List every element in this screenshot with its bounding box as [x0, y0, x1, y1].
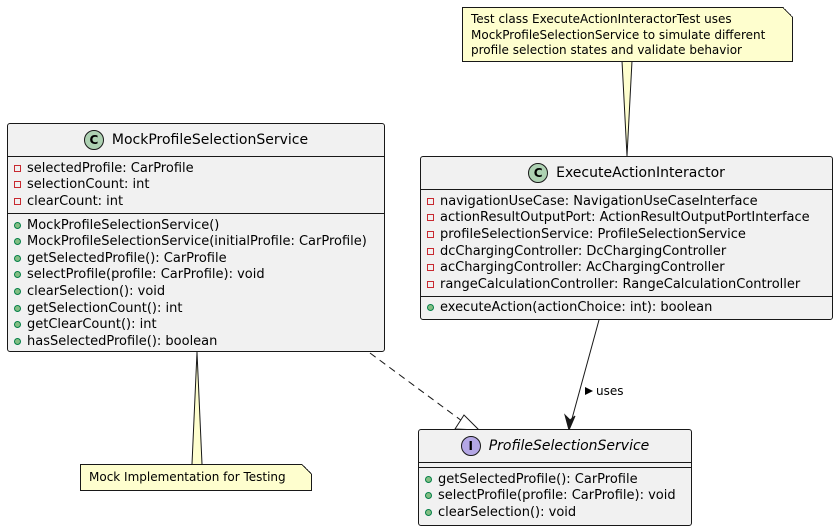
field-row: selectionCount: int	[14, 177, 384, 194]
class-name: MockProfileSelectionService	[111, 132, 309, 148]
field-text: actionResultOutputPort: ActionResultOutp…	[440, 210, 810, 226]
method-text: MockProfileSelectionService(initialProfi…	[27, 234, 367, 250]
private-visibility-icon	[427, 264, 434, 272]
field-row: acChargingController: AcChargingControll…	[427, 259, 832, 276]
public-visibility-icon	[14, 304, 21, 312]
field-row: rangeCalculationController: RangeCalcula…	[427, 276, 832, 293]
field-text: rangeCalculationController: RangeCalcula…	[440, 276, 801, 292]
methods-section: getSelectedProfile(): CarProfile selectP…	[419, 467, 691, 524]
fields-section: selectedProfile: CarProfile selectionCou…	[8, 157, 384, 213]
method-text: getSelectionCount(): int	[27, 300, 183, 316]
methods-section: MockProfileSelectionService() MockProfil…	[8, 212, 384, 353]
private-visibility-icon	[14, 197, 21, 205]
public-visibility-icon	[14, 337, 21, 345]
realization-line	[369, 352, 463, 422]
method-row: getSelectionCount(): int	[14, 300, 384, 317]
method-text: MockProfileSelectionService()	[27, 217, 220, 233]
method-row: clearSelection(): void	[14, 283, 384, 300]
private-visibility-icon	[427, 230, 434, 238]
private-visibility-icon	[427, 280, 434, 288]
public-visibility-icon	[425, 475, 432, 483]
method-row: executeAction(actionChoice: int): boolea…	[427, 300, 832, 317]
uses-arrowhead	[564, 413, 576, 432]
field-row: actionResultOutputPort: ActionResultOutp…	[427, 210, 832, 227]
method-text: hasSelectedProfile(): boolean	[27, 333, 218, 349]
private-visibility-icon	[427, 197, 434, 205]
method-text: getSelectedProfile(): CarProfile	[438, 471, 638, 487]
method-text: clearSelection(): void	[27, 283, 166, 299]
uses-direction-marker	[585, 387, 593, 395]
public-visibility-icon	[14, 287, 21, 295]
private-visibility-icon	[14, 164, 21, 172]
field-row: selectedProfile: CarProfile	[14, 160, 384, 177]
class-execute-action-interactor[interactable]: C ExecuteActionInteractor navigationUseC…	[420, 156, 833, 320]
fields-section: navigationUseCase: NavigationUseCaseInte…	[421, 190, 832, 296]
field-text: clearCount: int	[27, 193, 124, 209]
field-row: dcChargingController: DcChargingControll…	[427, 243, 832, 260]
class-header: I ProfileSelectionService	[419, 430, 691, 463]
uses-label: uses	[596, 384, 624, 398]
field-row: clearCount: int	[14, 193, 384, 210]
methods-section: executeAction(actionChoice: int): boolea…	[421, 295, 832, 320]
field-row: profileSelectionService: ProfileSelectio…	[427, 226, 832, 243]
method-row: getClearCount(): int	[14, 316, 384, 333]
test-note-connector	[621, 60, 633, 157]
public-visibility-icon	[14, 321, 21, 329]
method-text: getClearCount(): int	[27, 317, 157, 333]
public-visibility-icon	[14, 238, 21, 246]
field-row: navigationUseCase: NavigationUseCaseInte…	[427, 193, 832, 210]
method-row: getSelectedProfile(): CarProfile	[425, 471, 691, 488]
class-mock-profile-selection-service[interactable]: C MockProfileSelectionService selectedPr…	[7, 123, 385, 352]
field-text: profileSelectionService: ProfileSelectio…	[440, 226, 746, 242]
private-visibility-icon	[427, 214, 434, 222]
method-text: selectProfile(profile: CarProfile): void	[438, 488, 676, 504]
interface-stereotype-icon: I	[460, 436, 481, 456]
method-text: clearSelection(): void	[438, 504, 577, 520]
public-visibility-icon	[14, 271, 21, 279]
method-text: getSelectedProfile(): CarProfile	[27, 250, 227, 266]
method-text: selectProfile(profile: CarProfile): void	[27, 267, 265, 283]
class-header: C ExecuteActionInteractor	[421, 157, 832, 190]
note-line: MockProfileSelectionService to simulate …	[471, 27, 766, 42]
field-text: dcChargingController: DcChargingControll…	[440, 243, 727, 259]
class-name: ExecuteActionInteractor	[556, 165, 725, 181]
method-row: selectProfile(profile: CarProfile): void	[425, 488, 691, 505]
public-visibility-icon	[14, 221, 21, 229]
test-note: Test class ExecuteActionInteractorTest u…	[462, 7, 793, 62]
note-line: profile selection states and validate be…	[471, 43, 742, 57]
field-text: selectionCount: int	[27, 177, 150, 193]
private-visibility-icon	[14, 181, 21, 189]
class-stereotype-icon: C	[83, 130, 104, 150]
public-visibility-icon	[14, 254, 21, 262]
field-text: selectedProfile: CarProfile	[27, 160, 194, 176]
method-row: MockProfileSelectionService(initialProfi…	[14, 233, 384, 250]
private-visibility-icon	[427, 247, 434, 255]
method-row: MockProfileSelectionService()	[14, 217, 384, 234]
realization-arrowhead	[454, 414, 481, 431]
interface-profile-selection-service[interactable]: I ProfileSelectionService getSelectedPro…	[418, 429, 692, 526]
class-header: C MockProfileSelectionService	[8, 124, 384, 157]
method-row: getSelectedProfile(): CarProfile	[14, 250, 384, 267]
public-visibility-icon	[425, 492, 432, 500]
public-visibility-icon	[425, 508, 432, 516]
method-row: hasSelectedProfile(): boolean	[14, 333, 384, 350]
field-text: acChargingController: AcChargingControll…	[440, 260, 725, 276]
note-line: Test class ExecuteActionInteractorTest u…	[471, 12, 732, 26]
interface-name: ProfileSelectionService	[488, 438, 650, 454]
public-visibility-icon	[427, 304, 434, 312]
mock-note-connector	[191, 351, 203, 465]
method-row: selectProfile(profile: CarProfile): void	[14, 267, 384, 284]
note-line: Mock Implementation for Testing	[89, 470, 286, 484]
uses-line	[569, 319, 600, 427]
class-stereotype-icon: C	[528, 163, 549, 183]
field-text: navigationUseCase: NavigationUseCaseInte…	[440, 193, 758, 209]
method-text: executeAction(actionChoice: int): boolea…	[440, 300, 713, 316]
mock-note: Mock Implementation for Testing	[80, 464, 312, 491]
method-row: clearSelection(): void	[425, 504, 691, 521]
